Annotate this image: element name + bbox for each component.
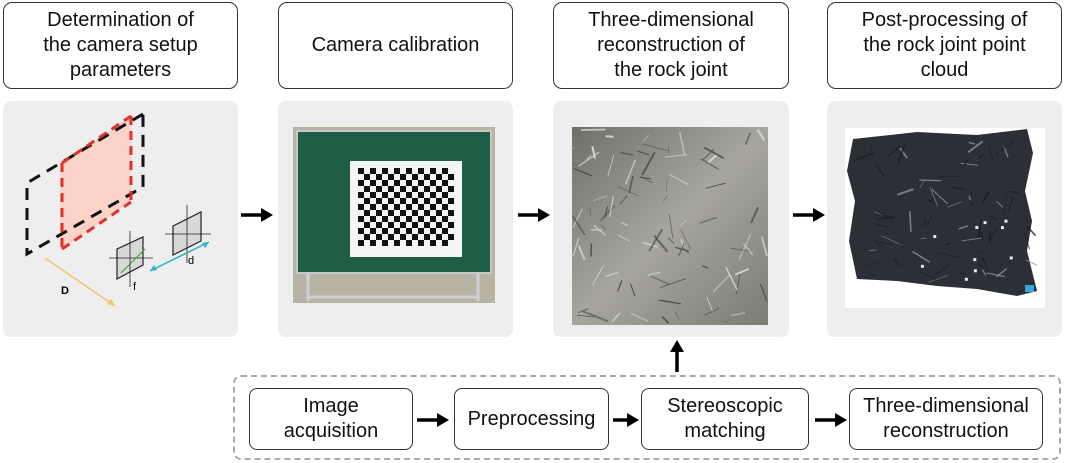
stage-title-text: Three-dimensional reconstruction of the … — [588, 9, 754, 81]
calibration-panel — [278, 101, 513, 337]
camera-sensor-left — [109, 231, 153, 287]
stage-title-text: Determination of the camera setup parame… — [43, 9, 198, 81]
rock-joint-photo — [572, 127, 768, 325]
step-label: Three-dimensional reconstruction — [863, 395, 1029, 442]
stage-title-post-processing: Post-processing of the rock joint point … — [827, 2, 1062, 89]
step-preprocessing: Preprocessing — [454, 388, 609, 450]
arrow-step2-to-step3 — [613, 413, 639, 427]
calibration-board-photo — [293, 127, 495, 303]
checkerboard-pattern — [358, 168, 454, 246]
step-label: Preprocessing — [467, 407, 596, 430]
arrow-step3-to-step4 — [815, 413, 847, 427]
distance-arrow — [44, 257, 116, 307]
stage-title-text: Post-processing of the rock joint point … — [861, 9, 1028, 81]
step-three-dimensional-reconstruction: Three-dimensional reconstruction — [849, 388, 1043, 450]
arrow-stage2-to-stage3 — [518, 208, 550, 222]
arrow-step1-to-step2 — [417, 413, 449, 427]
reconstruction-process-frame — [233, 375, 1061, 460]
focal-label: f — [133, 281, 137, 293]
baseline-arrow-head — [202, 242, 209, 248]
step-image-acquisition: Image acquisition — [249, 388, 413, 450]
overlap-region-right — [62, 116, 131, 249]
baseline-label: d — [188, 255, 194, 267]
baseline-arrow — [149, 241, 210, 272]
point-cloud-texture — [853, 140, 1038, 283]
stage-title-reconstruction: Three-dimensional reconstruction of the … — [553, 2, 789, 89]
distance-arrow-head — [107, 299, 115, 306]
baseline-arrow-tail — [150, 265, 157, 271]
rock-surface — [572, 127, 768, 325]
rock-point-cloud — [847, 129, 1037, 296]
step-label: Stereoscopic matching — [667, 395, 783, 442]
point-cloud-panel — [827, 101, 1062, 337]
camera-setup-diagram: D f d — [25, 111, 211, 307]
point-cloud-edge-patch — [1025, 285, 1034, 292]
arrow-up-to-reconstruction — [670, 340, 684, 372]
distance-label: D — [61, 285, 69, 297]
arrow-stage3-to-stage4 — [793, 208, 825, 222]
camera-setup-panel: D f d — [3, 101, 238, 337]
arrow-stage1-to-stage2 — [241, 208, 273, 222]
point-cloud-image — [845, 128, 1045, 308]
step-stereoscopic-matching: Stereoscopic matching — [641, 388, 809, 450]
stage-title-text: Camera calibration — [311, 34, 480, 56]
rock-joint-panel — [553, 101, 789, 337]
step-label: Image acquisition — [283, 395, 379, 442]
stage-title-camera-setup: Determination of the camera setup parame… — [3, 2, 238, 89]
rock-texture — [572, 128, 768, 324]
stage-title-calibration: Camera calibration — [278, 2, 513, 89]
